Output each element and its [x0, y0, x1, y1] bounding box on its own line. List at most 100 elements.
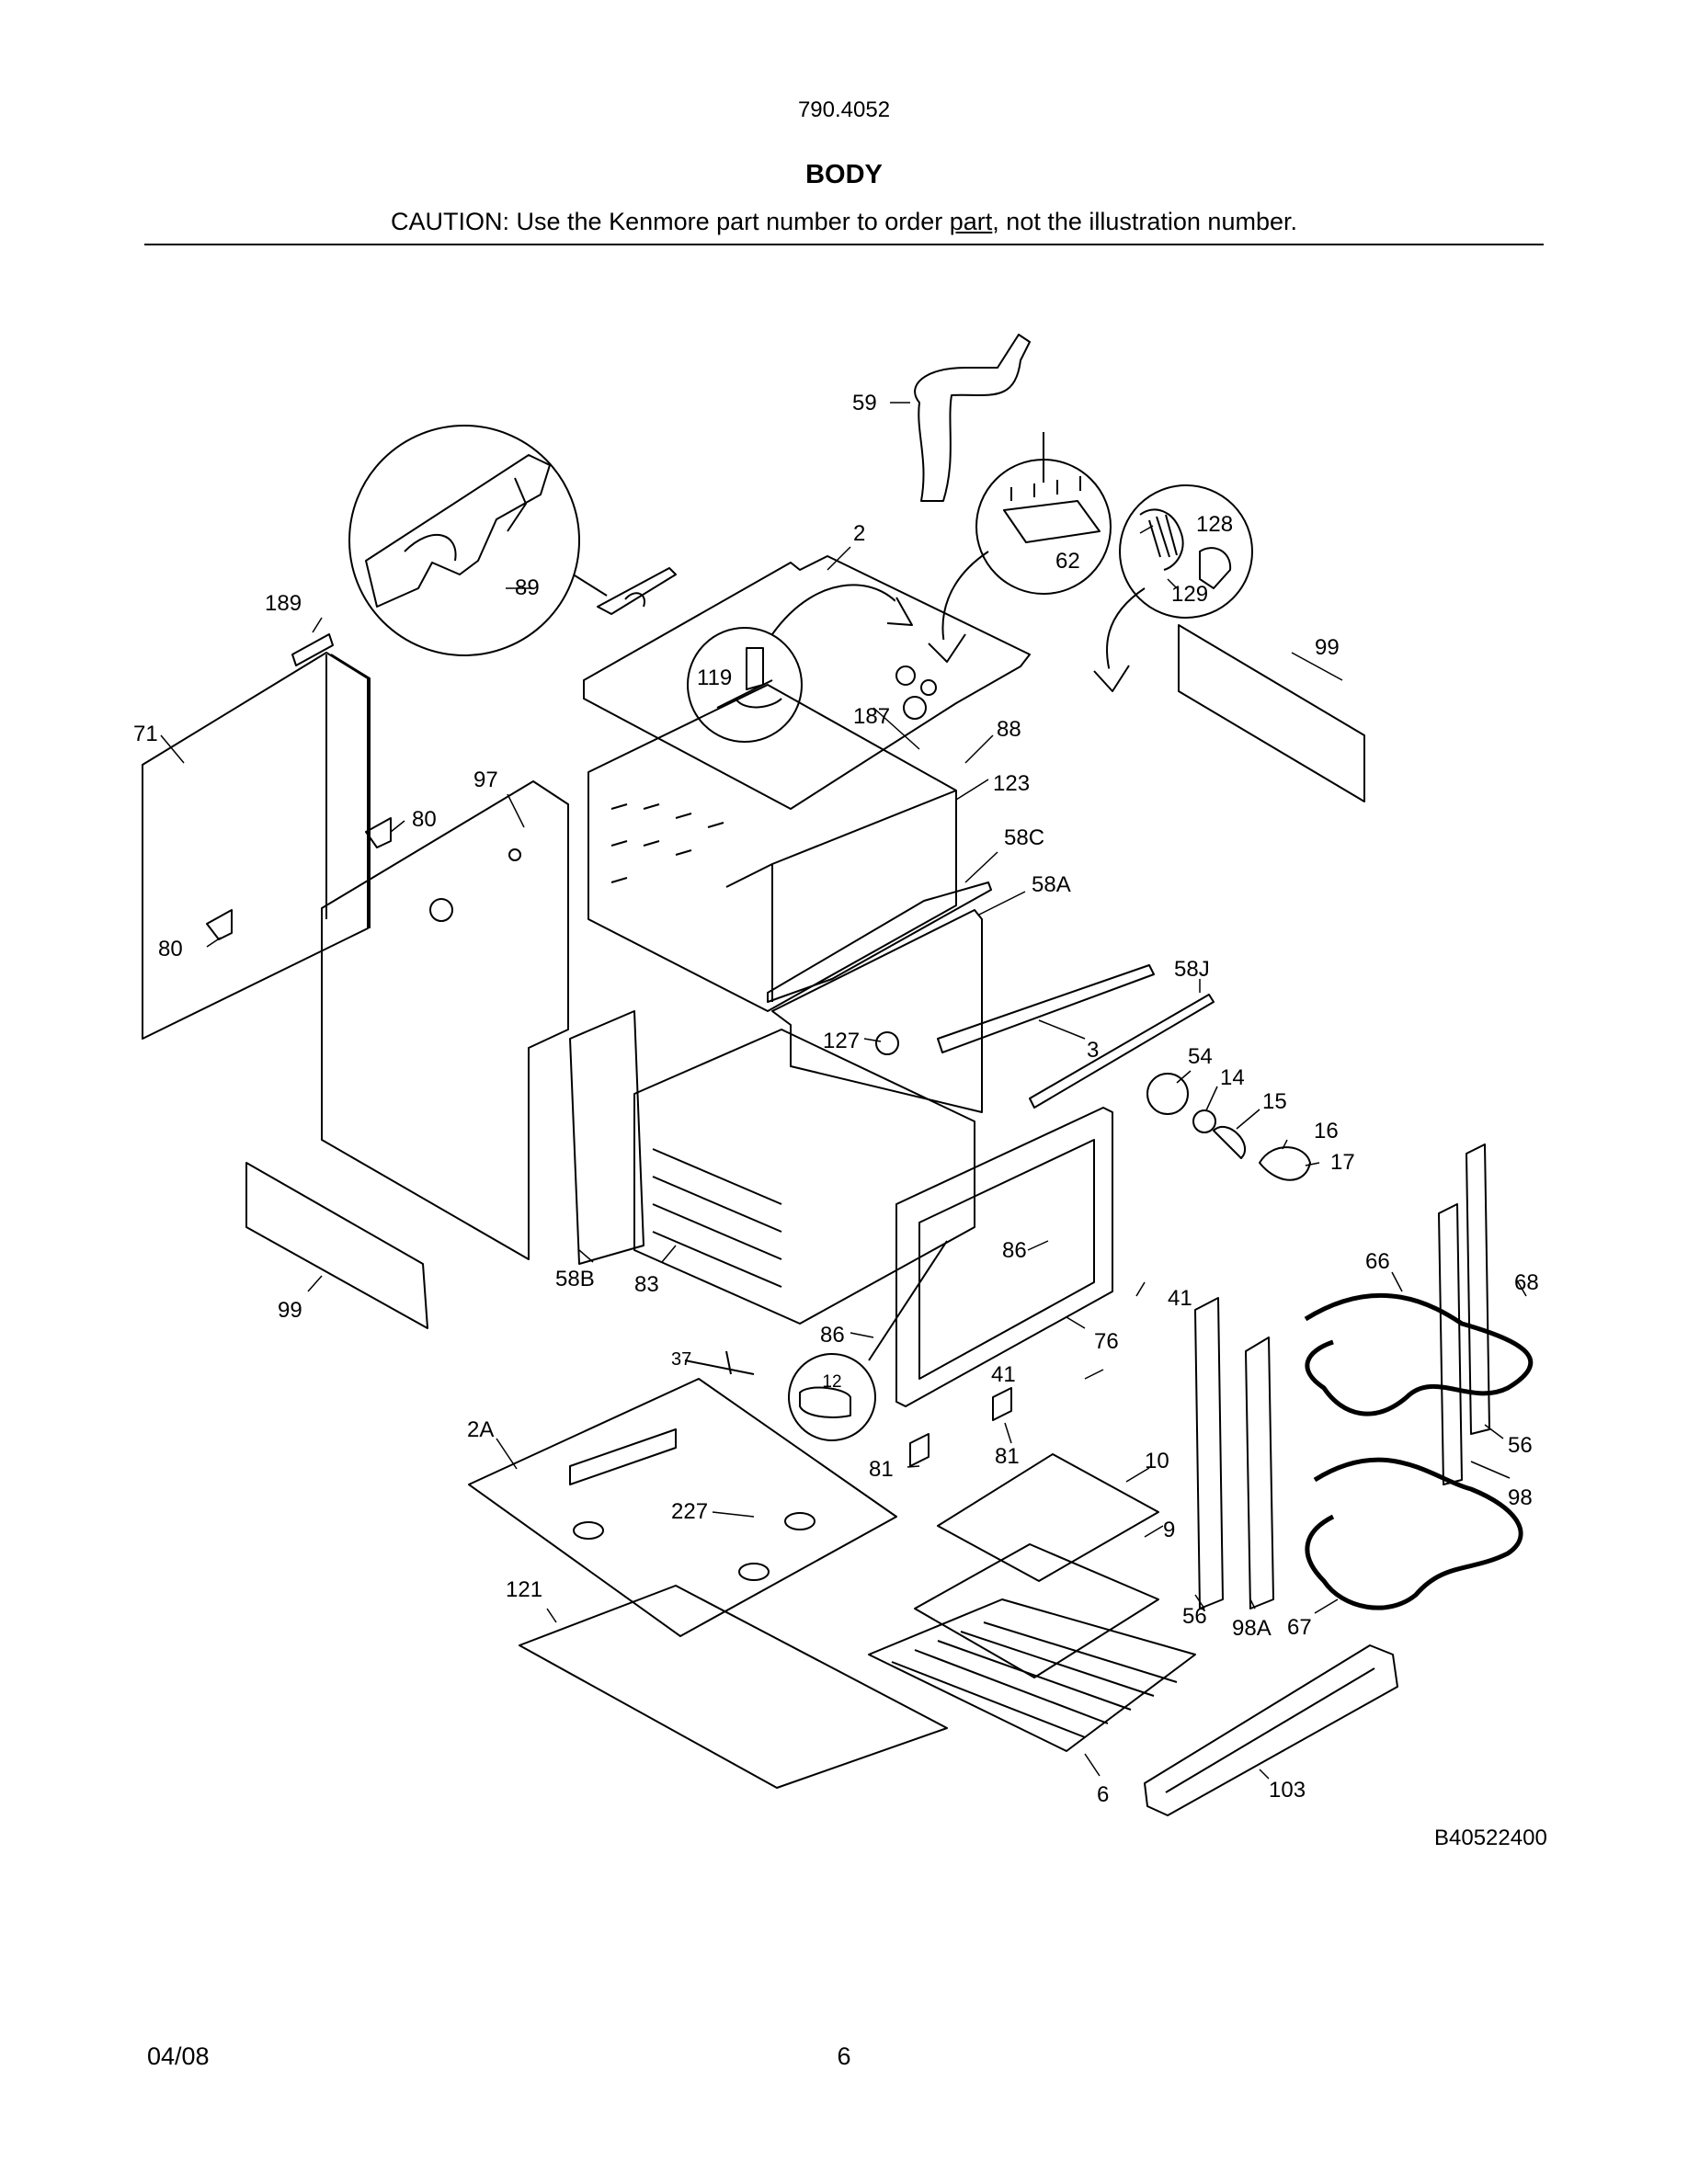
callout-71: 71 [133, 722, 158, 746]
base-panel [519, 1585, 948, 1789]
callout-56-right: 56 [1508, 1433, 1533, 1458]
bake-element [1305, 1457, 1523, 1610]
callout-97: 97 [473, 768, 498, 792]
rear-support-98 [1438, 1203, 1463, 1485]
model-number: 790.4052 [797, 97, 891, 122]
callout-58A: 58A [1032, 872, 1071, 897]
callout-41-lower: 41 [991, 1362, 1016, 1387]
callout-80-lower: 80 [158, 937, 183, 961]
detail-circle-119 [687, 627, 803, 743]
page-number: 6 [837, 2042, 851, 2070]
bracket-lower [206, 909, 233, 940]
callout-59: 59 [852, 391, 877, 415]
hinge-bracket-right [992, 1387, 1012, 1421]
callout-6: 6 [1097, 1782, 1109, 1807]
callout-86-lower: 86 [820, 1323, 845, 1348]
broil-element [1304, 1292, 1534, 1416]
callout-80-upper: 80 [412, 807, 437, 832]
footer-date: 04/08 [147, 2042, 210, 2070]
rack-support-56 [1194, 1297, 1224, 1610]
detail-circle-12 [788, 1353, 876, 1441]
callout-15: 15 [1262, 1089, 1287, 1114]
callout-67: 67 [1287, 1615, 1312, 1640]
callout-62: 62 [1055, 549, 1080, 574]
lamp-cover [1259, 1146, 1311, 1181]
callout-81-right: 81 [995, 1444, 1020, 1469]
callout-129: 129 [1171, 582, 1208, 607]
heat-shield-58A [771, 909, 983, 1113]
callout-10: 10 [1145, 1449, 1169, 1473]
broiler-insert [937, 1453, 1159, 1582]
drawing-code: B40522400 [1434, 1826, 1547, 1850]
arrow-119-to-top [771, 584, 907, 635]
callout-98: 98 [1508, 1485, 1533, 1510]
callout-12: 12 [822, 1372, 841, 1392]
vent-tube [914, 334, 1031, 502]
side-insulation [569, 1010, 644, 1265]
callout-68: 68 [1514, 1270, 1539, 1295]
callout-76: 76 [1094, 1329, 1119, 1354]
callout-54: 54 [1188, 1044, 1213, 1069]
light-bulb [1213, 1125, 1247, 1159]
detail-circle-89 [348, 425, 580, 656]
callout-103: 103 [1269, 1778, 1306, 1803]
callout-37: 37 [671, 1349, 691, 1370]
callout-41-upper: 41 [1168, 1286, 1192, 1311]
callout-123: 123 [993, 771, 1030, 796]
bracket-upper [365, 817, 392, 848]
callout-227: 227 [671, 1499, 708, 1524]
rear-support-56 [1466, 1143, 1490, 1435]
kick-plate [1144, 1644, 1398, 1816]
caution-text-start: CAUTION: Use the Kenmore part number to … [391, 208, 950, 235]
broiler-pan [914, 1543, 1159, 1678]
door-latch [597, 567, 677, 615]
page-title: BODY [805, 160, 883, 189]
door-frame [895, 1107, 1113, 1407]
callout-121: 121 [506, 1577, 542, 1602]
callout-99-lower: 99 [278, 1298, 302, 1323]
door-latch-detail [365, 454, 551, 608]
callout-88: 88 [997, 717, 1021, 742]
callout-3: 3 [1087, 1038, 1099, 1063]
trim-strip-58J [1029, 994, 1215, 1109]
callout-98A: 98A [1232, 1616, 1272, 1641]
top-panel [583, 555, 1031, 810]
callout-2: 2 [853, 521, 865, 546]
rear-panel-lower [245, 1162, 428, 1329]
callout-99-upper: 99 [1315, 635, 1340, 660]
lamp-socket-spring [1139, 508, 1232, 589]
heat-shield-58C [767, 882, 992, 1003]
caution-note: CAUTION: Use the Kenmore part number to … [0, 208, 1688, 236]
sensor-127 [875, 1031, 899, 1055]
callout-189: 189 [265, 591, 302, 616]
cabinet-upper-box [587, 684, 957, 1012]
callout-119: 119 [697, 665, 732, 690]
callout-89: 89 [515, 575, 540, 600]
bottom-panel [468, 1378, 897, 1637]
callout-83: 83 [634, 1272, 659, 1297]
door-stop-bracket [684, 1350, 755, 1375]
oven-liner [633, 1029, 975, 1325]
callout-58J: 58J [1174, 957, 1210, 982]
callout-58C: 58C [1004, 825, 1044, 850]
terminal-block [1003, 432, 1101, 543]
callout-56-left: 56 [1182, 1604, 1207, 1629]
header-rule [144, 244, 1544, 245]
outer-side-panel [142, 652, 369, 1040]
rear-panel-upper [1178, 624, 1365, 802]
arrow-128-to-socket [1105, 587, 1146, 677]
callout-66: 66 [1365, 1249, 1390, 1274]
door-switch [799, 1386, 851, 1418]
callout-2A: 2A [467, 1417, 494, 1442]
insulation-strip [291, 633, 334, 666]
callout-labels: 59 2 62 128 129 89 189 99 119 187 88 123… [133, 391, 1539, 1807]
inner-side-panel [321, 780, 569, 1260]
rack-support-98A [1245, 1337, 1274, 1610]
light-globe [1146, 1073, 1189, 1115]
callout-187: 187 [853, 704, 890, 729]
callout-128: 128 [1196, 512, 1233, 537]
callout-86-upper: 86 [1002, 1238, 1027, 1263]
callout-58B: 58B [555, 1267, 595, 1291]
caution-underlined-word: part [949, 208, 993, 235]
